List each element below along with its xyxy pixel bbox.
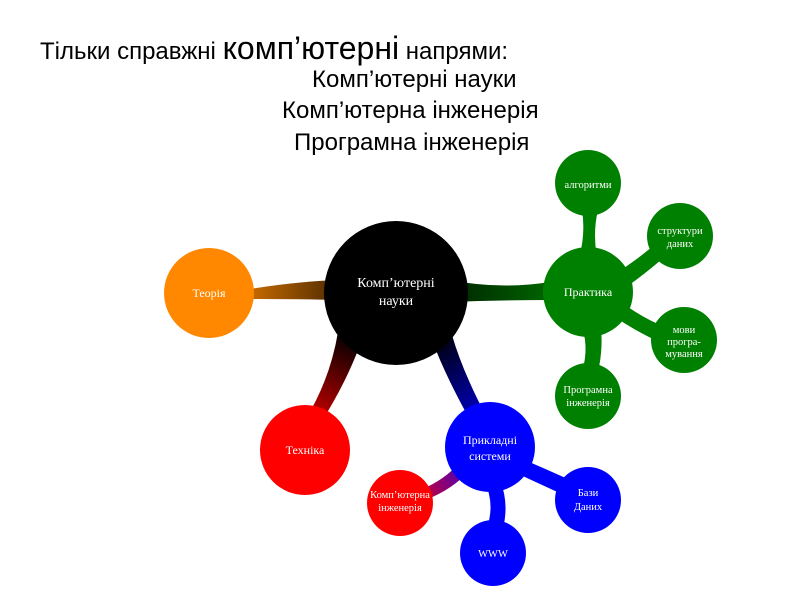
branch-practice bbox=[450, 280, 550, 302]
node-programming-languages: мови програ- мування bbox=[651, 307, 717, 373]
node-data-structures-line1: структури bbox=[657, 226, 703, 237]
direction-computer-engineering: Комп’ютерна інженерія bbox=[282, 97, 539, 124]
node-computer-engineering-line1: Комп’ютерна bbox=[370, 490, 430, 501]
node-databases-line1: Бази bbox=[578, 488, 599, 499]
title-part2: комп’ютерні bbox=[222, 30, 400, 66]
branch-theory bbox=[250, 280, 340, 300]
node-algorithms-label: алгоритми bbox=[564, 180, 611, 191]
node-center: Комп’ютерні науки bbox=[324, 221, 468, 365]
node-practice-label: Практика bbox=[564, 285, 613, 299]
node-databases-line2: Даних bbox=[574, 502, 603, 513]
node-software-engineering: Програмна інженерія bbox=[555, 363, 621, 429]
node-center-line1: Комп’ютерні bbox=[357, 276, 434, 291]
node-technics-label: Техніка bbox=[286, 443, 325, 457]
node-applied-systems-line1: Прикладні bbox=[463, 433, 518, 447]
node-applied-systems: Прикладні системи bbox=[445, 402, 535, 492]
node-languages-line1: мови bbox=[673, 325, 696, 336]
node-applied-systems-line2: системи bbox=[469, 449, 511, 463]
node-data-structures: структури даних bbox=[647, 203, 713, 269]
node-www: WWW bbox=[460, 520, 526, 586]
node-languages-line3: мування bbox=[665, 349, 703, 360]
node-algorithms: алгоритми bbox=[555, 150, 621, 216]
node-computer-engineering-line2: інженерія bbox=[378, 503, 422, 514]
direction-software-engineering: Програмна інженерія bbox=[294, 129, 530, 156]
node-center-line2: науки bbox=[379, 294, 414, 309]
node-software-engineering-line2: інженерія bbox=[566, 398, 610, 409]
branch-technics bbox=[305, 332, 360, 424]
node-www-label: WWW bbox=[478, 549, 508, 560]
direction-computer-science: Комп’ютерні науки bbox=[312, 66, 517, 93]
title-part1: Тільки справжні bbox=[40, 38, 223, 65]
node-languages-line2: програ- bbox=[667, 337, 701, 348]
slide-title: Тільки справжні комп’ютерні напрями: bbox=[40, 30, 508, 67]
title-part3: напрями: bbox=[399, 38, 509, 65]
node-practice: Практика bbox=[543, 247, 633, 337]
node-computer-engineering: Комп’ютерна інженерія bbox=[367, 470, 433, 536]
branch-www bbox=[484, 480, 506, 532]
node-theory-label: Теорія bbox=[192, 286, 226, 300]
branch-applied bbox=[432, 335, 486, 420]
node-theory: Теорія bbox=[164, 248, 254, 338]
node-data-structures-line2: даних bbox=[667, 239, 694, 250]
node-databases: Бази Даних bbox=[555, 467, 621, 533]
node-software-engineering-line1: Програмна bbox=[563, 385, 613, 396]
node-technics: Техніка bbox=[260, 405, 350, 495]
